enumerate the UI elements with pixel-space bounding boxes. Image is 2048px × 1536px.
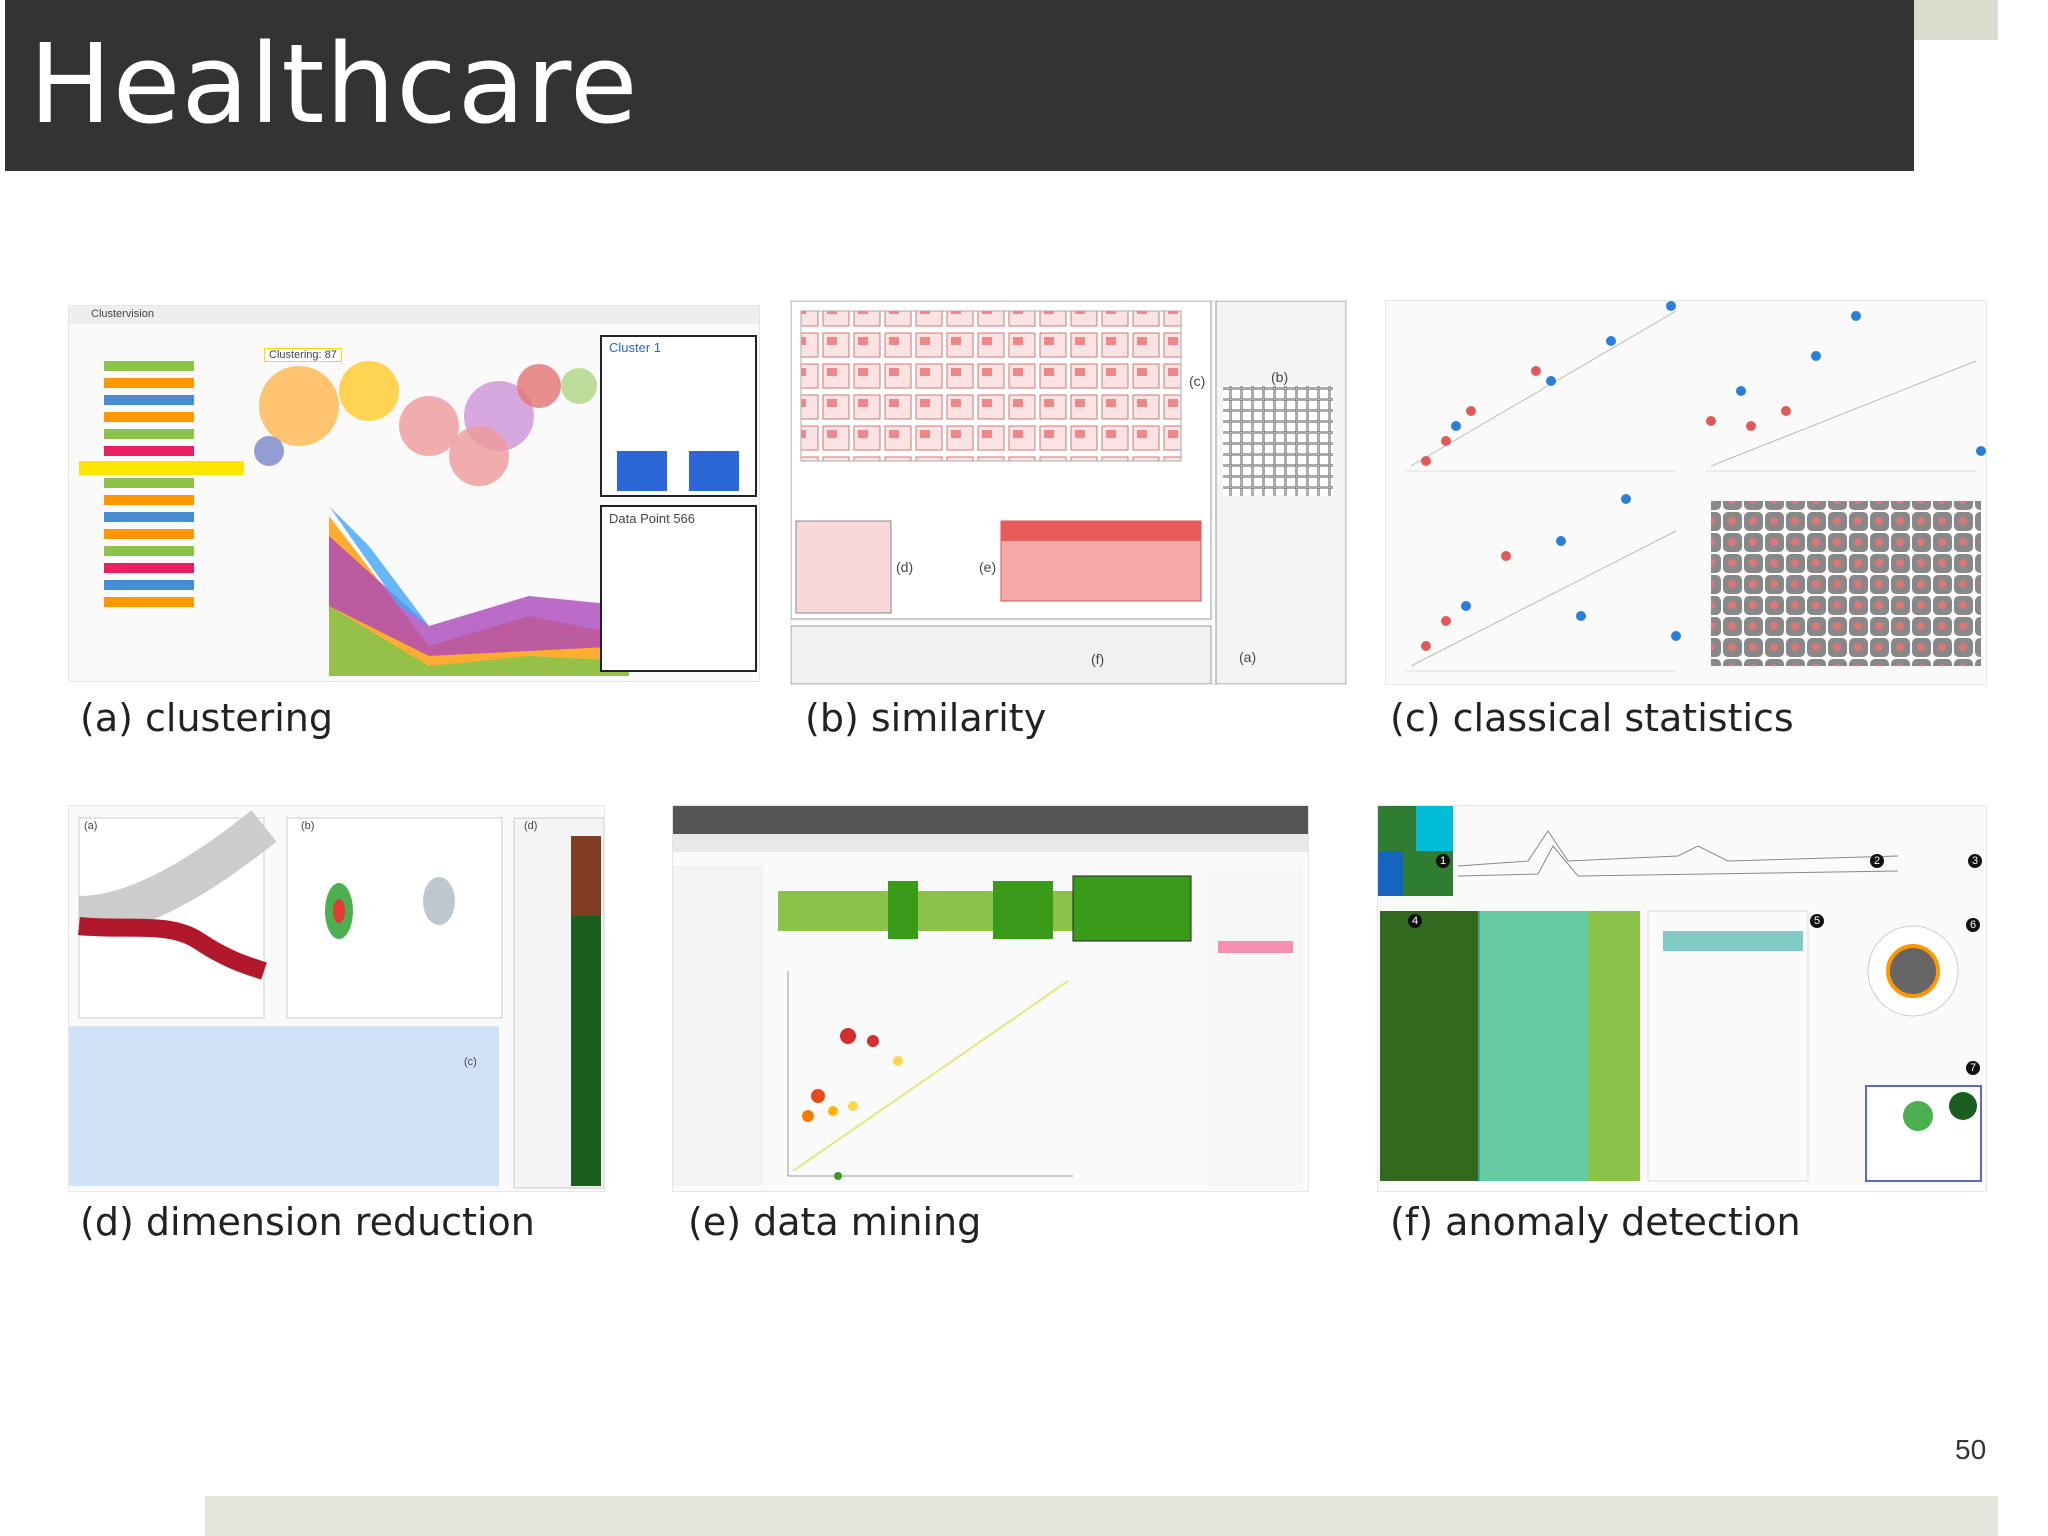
figure-b-graphic [791,301,1346,684]
marker-2: 2 [1870,854,1884,868]
caption-f: (f) anomaly detection [1390,1200,1801,1244]
label-c: (c) [1189,373,1206,389]
marker-3: 3 [1968,854,1982,868]
figure-e-graphic [673,806,1308,1186]
marker-6: 6 [1966,918,1980,932]
d-label-b: (b) [301,820,315,832]
marker-4: 4 [1408,914,1422,928]
scatter-bottom-left [1421,494,1681,651]
figure-e-data-mining [672,805,1309,1192]
caption-a: (a) clustering [80,696,334,740]
caption-e: (e) data mining [688,1200,982,1244]
app-name: Clustervision [91,308,154,320]
cluster-box-title: Cluster 1 [609,340,662,355]
figure-b-similarity: (c) (b) (d) (e) (f) (a) [790,300,1347,685]
d-label-c: (c) [464,1056,477,1068]
title-bar: Healthcare [5,0,1914,171]
marker-1: 1 [1436,854,1450,868]
figure-d-dimension-reduction: (a) (b) (c) (d) [68,805,605,1192]
figure-f-graphic [1378,806,1982,1182]
label-a: (a) [1239,649,1257,665]
scatter-cloud [254,361,597,486]
label-f: (f) [1091,651,1105,667]
cluster-bars [79,361,244,607]
parallel-area [329,506,629,676]
label-e: (e) [979,559,997,575]
figure-c-statistics [1385,300,1987,685]
footer-bar [205,1496,1998,1536]
caption-b: (b) similarity [805,696,1047,740]
figure-a-graphic [69,306,759,676]
caption-c: (c) classical statistics [1390,696,1794,740]
figure-d-graphic [69,810,604,1189]
slide-title: Healthcare [29,20,639,148]
figure-a-clustering: Clustervision Clustering: 87 Cluster 1 D… [68,305,760,682]
scatter-top-right [1706,311,1986,456]
d-label-a: (a) [84,820,98,832]
small-multiples-grid [800,310,1182,462]
page-number: 50 [1955,1434,1987,1465]
figure-f-anomaly-detection: 1 2 3 4 5 6 7 [1377,805,1987,1192]
figure-c-graphic [1406,301,1986,672]
clustering-label: Clustering: 87 [264,348,342,362]
label-b: (b) [1271,369,1289,385]
label-d: (d) [896,559,914,575]
d-label-d: (d) [524,820,538,832]
scatter-top-left [1421,301,1676,466]
data-point-title: Data Point 566 [609,511,696,526]
corner-decoration [1914,0,1998,40]
marker-5: 5 [1810,914,1824,928]
marker-7: 7 [1966,1061,1980,1075]
caption-d: (d) dimension reduction [80,1200,535,1244]
